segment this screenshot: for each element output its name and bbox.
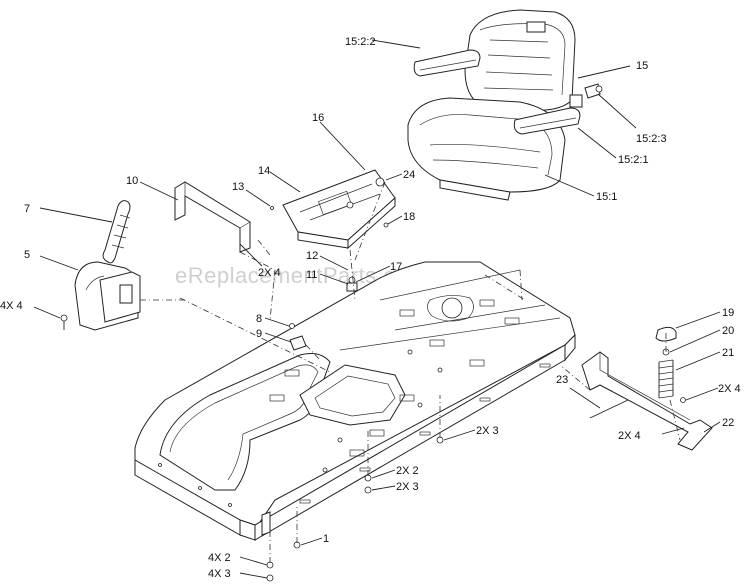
callout-2x2: 2X 2: [396, 465, 419, 477]
callout-11: 11: [306, 269, 317, 281]
callout-16: 16: [312, 112, 324, 124]
callout-18: 18: [403, 211, 415, 223]
spring-part: [102, 200, 131, 264]
callout-24: 24: [403, 169, 415, 181]
callout-20: 20: [722, 325, 734, 337]
callout-15-2-3: 15:2:3: [636, 133, 667, 145]
callout-19: 19: [722, 307, 734, 319]
callout-22: 22: [722, 417, 734, 429]
seat-assembly: [407, 9, 603, 201]
callout-2x4-c: 2X 4: [618, 430, 641, 442]
callout-2x4-b: 2X 4: [718, 383, 741, 395]
callout-9: 9: [256, 328, 262, 340]
main-frame: [134, 261, 576, 541]
latch-part: [60, 261, 141, 331]
callout-15-1: 15:1: [596, 191, 617, 203]
callout-10: 10: [126, 175, 138, 187]
callout-17: 17: [390, 261, 402, 273]
callout-14: 14: [258, 165, 270, 177]
seat-bracket: [174, 181, 251, 253]
assembly-lines: [140, 181, 681, 563]
callout-21: 21: [722, 347, 734, 359]
callout-2x3-b: 2X 3: [396, 481, 419, 493]
callout-2x3-a: 2X 3: [476, 425, 499, 437]
callout-1: 1: [323, 533, 329, 545]
callout-23: 23: [556, 374, 568, 386]
callout-4x3: 4X 3: [208, 568, 231, 580]
callout-5: 5: [24, 249, 30, 261]
rear-bracket: [581, 351, 713, 451]
bolt-2x4-rear: [680, 397, 686, 403]
callout-4x2: 4X 2: [208, 552, 231, 564]
callout-4x4: 4X 4: [0, 300, 23, 312]
bolt-2x3-b: [364, 486, 372, 494]
callout-15-2-2: 15:2:2: [345, 36, 376, 48]
leader-lines: [33, 39, 721, 579]
callout-8: 8: [256, 313, 262, 325]
callout-15: 15: [636, 60, 648, 72]
callout-2x4-a: 2X 4: [258, 267, 281, 279]
callout-13: 13: [232, 181, 244, 193]
callout-7: 7: [24, 203, 30, 215]
bolt-4x3: [266, 574, 274, 582]
seat-plate: [270, 169, 396, 292]
callout-15-2-1: 15:2:1: [618, 154, 649, 166]
callout-12: 12: [306, 250, 318, 262]
pin-23: [589, 399, 629, 419]
